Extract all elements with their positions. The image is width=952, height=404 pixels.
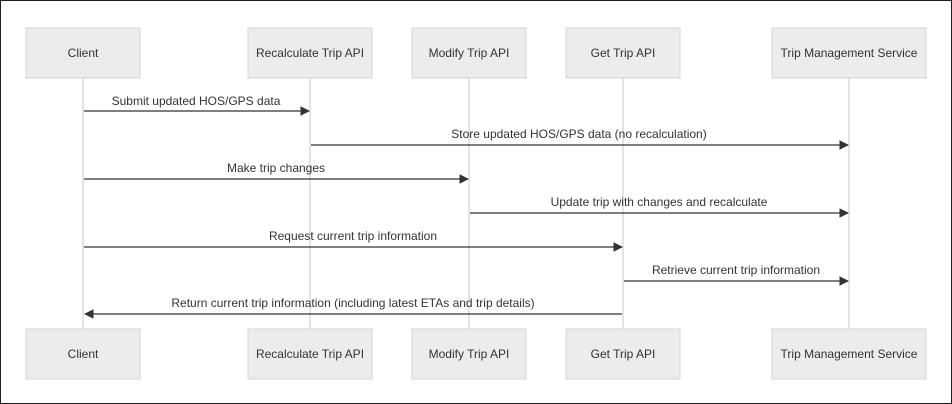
participant-label: Get Trip API bbox=[591, 347, 656, 361]
participant-label: Recalculate Trip API bbox=[256, 347, 364, 361]
participant-label: Client bbox=[68, 347, 99, 361]
message-label: Update trip with changes and recalculate bbox=[551, 195, 768, 209]
message-make-trip-changes: Make trip changes bbox=[84, 161, 469, 184]
participant-label: Trip Management Service bbox=[781, 46, 918, 60]
message-label: Retrieve current trip information bbox=[652, 263, 820, 277]
message-label: Request current trip information bbox=[269, 229, 437, 243]
participant-label: Modify Trip API bbox=[429, 46, 510, 60]
participant-label: Client bbox=[68, 46, 99, 60]
message-label: Submit updated HOS/GPS data bbox=[112, 94, 281, 108]
participant-label: Trip Management Service bbox=[781, 347, 918, 361]
participant-client-bottom: Client bbox=[25, 328, 141, 380]
message-label: Make trip changes bbox=[227, 161, 325, 175]
participant-label: Modify Trip API bbox=[429, 347, 510, 361]
message-label: Store updated HOS/GPS data (no recalcula… bbox=[451, 127, 706, 141]
message-store-hos-gps: Store updated HOS/GPS data (no recalcula… bbox=[311, 127, 849, 150]
participant-get-trip-api-top: Get Trip API bbox=[565, 27, 681, 79]
participant-recalculate-trip-api-top: Recalculate Trip API bbox=[247, 27, 373, 79]
message-return-trip-info: Return current trip information (includi… bbox=[84, 296, 622, 319]
participant-recalculate-trip-api-bottom: Recalculate Trip API bbox=[247, 328, 373, 380]
participant-client-top: Client bbox=[25, 27, 141, 79]
participant-modify-trip-api-top: Modify Trip API bbox=[411, 27, 527, 79]
message-label: Return current trip information (includi… bbox=[171, 296, 534, 310]
participant-get-trip-api-bottom: Get Trip API bbox=[565, 328, 681, 380]
message-request-trip-info: Request current trip information bbox=[84, 229, 623, 252]
participant-label: Recalculate Trip API bbox=[256, 46, 364, 60]
participant-trip-management-service-bottom: Trip Management Service bbox=[771, 328, 927, 380]
message-update-trip-recalculate: Update trip with changes and recalculate bbox=[470, 195, 849, 218]
participant-label: Get Trip API bbox=[591, 46, 656, 60]
message-retrieve-trip-info: Retrieve current trip information bbox=[624, 263, 849, 286]
message-submit-hos-gps: Submit updated HOS/GPS data bbox=[84, 94, 310, 116]
participant-modify-trip-api-bottom: Modify Trip API bbox=[411, 328, 527, 380]
lifelines bbox=[82, 78, 850, 329]
participant-trip-management-service-top: Trip Management Service bbox=[771, 27, 927, 79]
